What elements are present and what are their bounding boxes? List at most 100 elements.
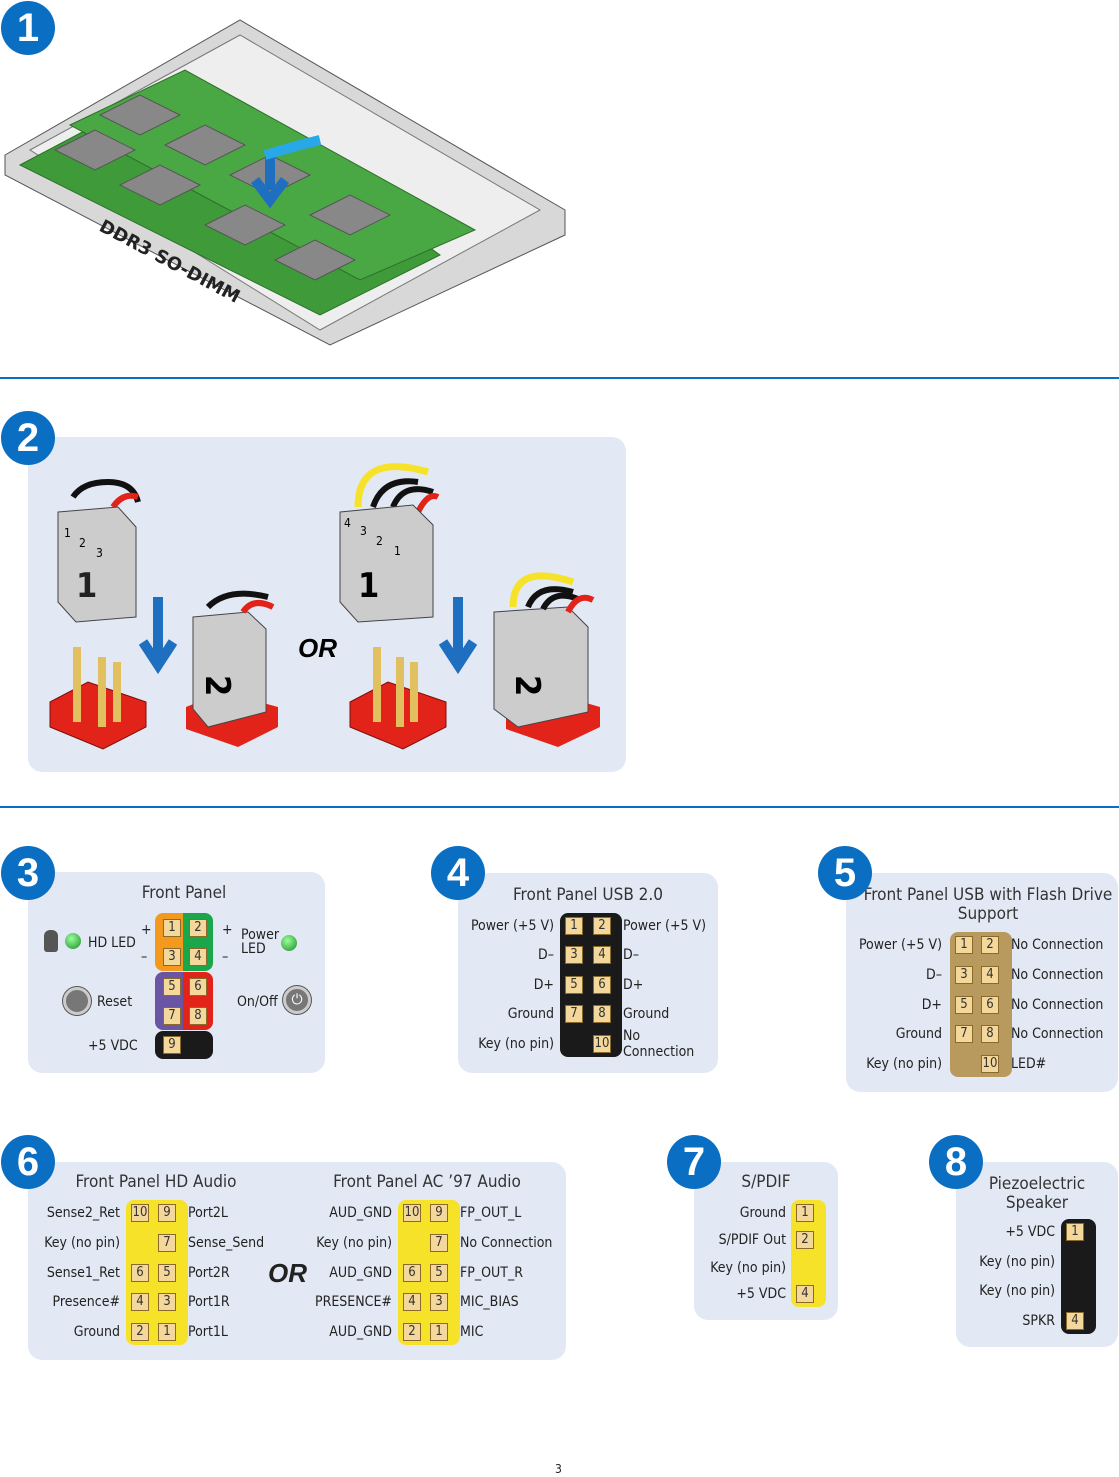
svg-text:2: 2: [507, 675, 547, 696]
pin-9: 9: [163, 1036, 181, 1054]
usb-flash-pin-4: 4: [981, 966, 999, 984]
usb20-pin-4: 4: [593, 946, 611, 964]
hd-audio-pin-label-left: Sense2_Ret: [46, 1205, 120, 1221]
pin-8: 8: [189, 1007, 207, 1025]
ac97-audio-pin-10: 10: [403, 1204, 421, 1222]
svg-text:2: 2: [376, 534, 383, 548]
ac97-audio-pin-9: 9: [430, 1204, 448, 1222]
usb-flash-pin-2: 2: [981, 936, 999, 954]
usb20-pin-8: 8: [593, 1005, 611, 1023]
vdc-label: +5 VDC: [88, 1038, 138, 1054]
usb20-pin-label-left: Key (no pin): [478, 1036, 554, 1052]
svg-text:1: 1: [358, 566, 379, 606]
hd-audio-pin-label-right: Port2L: [188, 1205, 228, 1221]
pin-7: 7: [163, 1007, 181, 1025]
ac97-audio-pin-3: 3: [430, 1293, 448, 1311]
pin-2: 2: [189, 919, 207, 937]
ac97-audio-pin-label-left: PRESENCE#: [315, 1294, 392, 1310]
svg-text:1: 1: [64, 526, 71, 540]
power-led-plus: +: [222, 922, 233, 938]
usb20-pin-5: 5: [565, 976, 583, 994]
spdif-title: S/PDIF: [741, 1172, 791, 1192]
speaker-pin-1: 1: [1066, 1223, 1084, 1241]
hd-audio-pin-label-left: Ground: [73, 1324, 120, 1340]
hd-audio-pin-label-left: Key (no pin): [44, 1235, 120, 1251]
ac97-audio-pin-label-right: FP_OUT_R: [460, 1265, 524, 1281]
usb-flash-pin-label-left: D+: [921, 997, 942, 1013]
hd-audio-pin-10: 10: [131, 1204, 149, 1222]
usb20-pin-label-right: D–: [623, 947, 639, 963]
hd-led-label: HD LED: [88, 935, 136, 951]
ac97-audio-pin-label-right: MIC_BIAS: [460, 1294, 519, 1310]
ac97-audio-pin-5: 5: [430, 1264, 448, 1282]
audio-or-label: OR: [268, 1258, 307, 1288]
step-badge-6: 6: [1, 1135, 55, 1189]
usb20-pin-7: 7: [565, 1005, 583, 1023]
pin-1: 1: [163, 919, 181, 937]
hd-audio-pin-9: 9: [158, 1204, 176, 1222]
speaker-pin-label-left: +5 VDC: [1005, 1224, 1055, 1240]
usb20-pin-3: 3: [565, 946, 583, 964]
usb-flash-pin-label-right: No Connection: [1011, 997, 1104, 1013]
page-number: 3: [555, 1462, 562, 1476]
ac97-audio-pin-label-left: AUD_GND: [329, 1205, 392, 1221]
hd-audio-pin-label-left: Sense1_Ret: [46, 1265, 120, 1281]
svg-text:3: 3: [96, 546, 103, 560]
hd-audio-title: Front Panel HD Audio: [75, 1172, 237, 1192]
usb-flash-pin-label-right: No Connection: [1011, 1026, 1104, 1042]
section-divider: [0, 806, 1119, 808]
hd-audio-pin-7: 7: [158, 1234, 176, 1252]
ac97-audio-pin-4: 4: [403, 1293, 421, 1311]
ac97-audio-pin-7: 7: [430, 1234, 448, 1252]
step-badge-1: 1: [1, 1, 55, 55]
audio-panel: [28, 1162, 566, 1360]
usb20-pin-label-left: D+: [533, 977, 554, 993]
svg-text:3: 3: [360, 524, 367, 538]
fan-connector-illustration: 1 1 2 3 2 OR 1 4 3 2 1 2: [49, 463, 600, 750]
svg-text:4: 4: [344, 516, 351, 530]
or-label: OR: [298, 633, 337, 663]
hd-audio-pin-label-right: Port1L: [188, 1324, 228, 1340]
pin-5: 5: [163, 978, 181, 996]
speaker-pin-4: 4: [1066, 1312, 1084, 1330]
step-badge-2: 2: [1, 411, 55, 465]
usb20-pin-label-right: Power (+5 V): [623, 918, 707, 934]
usb20-title: Front Panel USB 2.0: [513, 885, 663, 905]
spdif-pin-2: 2: [796, 1231, 814, 1249]
connector-3pin-onto-4pin-header: 1 1 2 3 2: [49, 478, 278, 750]
usb-flash-pin-8: 8: [981, 1025, 999, 1043]
hd-audio-pin-6: 6: [131, 1264, 149, 1282]
ac97-audio-pin-label-right: MIC: [460, 1324, 484, 1340]
pin-4: 4: [189, 948, 207, 966]
spdif-pin-label-left: Key (no pin): [710, 1260, 786, 1276]
power-button-icon: ⏻: [283, 986, 311, 1014]
hd-audio-pin-1: 1: [158, 1323, 176, 1341]
hd-audio-pin-3: 3: [158, 1293, 176, 1311]
spdif-pin-label-left: Ground: [739, 1205, 786, 1221]
hd-audio-pin-label-left: Presence#: [52, 1294, 121, 1310]
spdif-pin-4: 4: [796, 1285, 814, 1303]
svg-text:2: 2: [79, 536, 86, 550]
speaker-pin-label-left: SPKR: [1022, 1313, 1055, 1329]
reset-label: Reset: [97, 994, 133, 1010]
spdif-pin-label-left: +5 VDC: [736, 1286, 786, 1302]
step-badge-8: 8: [929, 1135, 983, 1189]
usb-flash-pin-7: 7: [955, 1025, 973, 1043]
usb20-pin-label-right: D+: [623, 977, 644, 993]
usb-flash-pin-6: 6: [981, 996, 999, 1014]
ac97-audio-pin-label-left: AUD_GND: [329, 1324, 392, 1340]
on-off-label: On/Off: [237, 994, 278, 1010]
spdif-pin-1: 1: [796, 1204, 814, 1222]
usb20-pin-10: 10: [593, 1035, 611, 1053]
usb-flash-pin-label-right: LED#: [1011, 1056, 1047, 1072]
spdif-pin-label-left: S/PDIF Out: [718, 1232, 786, 1248]
speaker-pin-label-left: Key (no pin): [979, 1283, 1055, 1299]
usb-flash-pin-label-right: No Connection: [1011, 967, 1104, 983]
connector-4pin-onto-4pin-header: 1 4 3 2 1 2: [339, 463, 600, 750]
step-badge-4: 4: [431, 846, 485, 900]
svg-text:1: 1: [394, 544, 401, 558]
ac97-audio-pin-label-right: FP_OUT_L: [460, 1205, 522, 1221]
pin-3: 3: [163, 948, 181, 966]
usb20-pin-label-left: D–: [538, 947, 554, 963]
power-led-label: Power LED: [241, 927, 280, 957]
